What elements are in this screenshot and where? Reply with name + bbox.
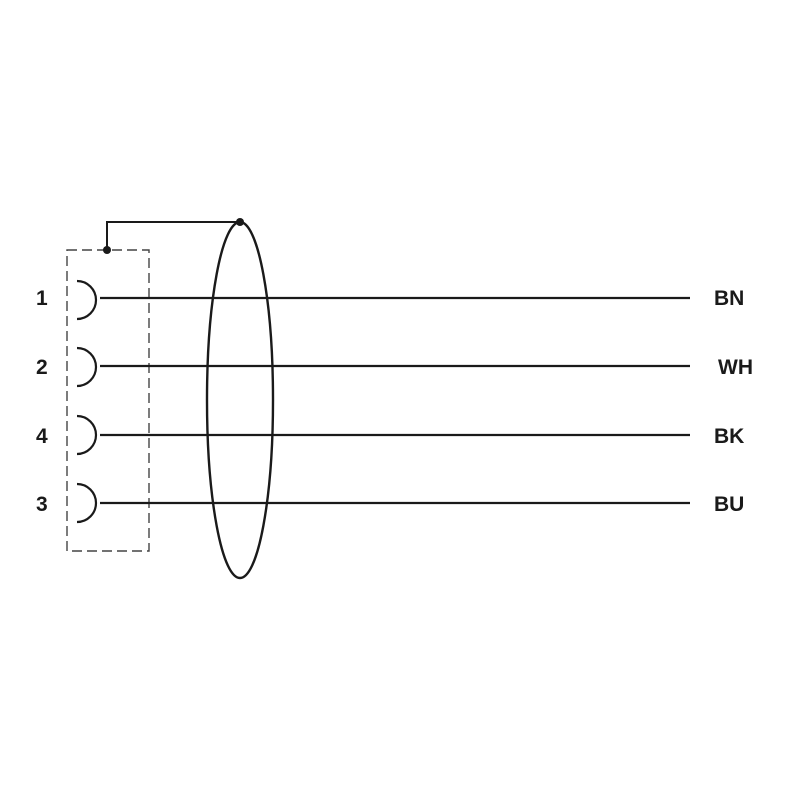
- pin-contact-2: [76, 346, 98, 388]
- pin-contact-4: [76, 414, 98, 456]
- pin-contact-3: [76, 482, 98, 524]
- wire-color-bk: BK: [714, 425, 744, 448]
- cable-shield: [205, 220, 275, 580]
- shield-drain-wire: [106, 221, 240, 250]
- connector-housing: [66, 249, 150, 552]
- pin-number-1: 1: [36, 287, 48, 310]
- wire-color-bu: BU: [714, 493, 744, 516]
- pin-number-4: 4: [36, 425, 48, 448]
- pin-contact-1: [76, 279, 98, 321]
- pin-number-2: 2: [36, 356, 48, 379]
- pin-number-3: 3: [36, 493, 48, 516]
- housing-junction-dot: [103, 246, 111, 254]
- wire-color-bn: BN: [714, 287, 744, 310]
- wire-color-wh: WH: [718, 356, 753, 379]
